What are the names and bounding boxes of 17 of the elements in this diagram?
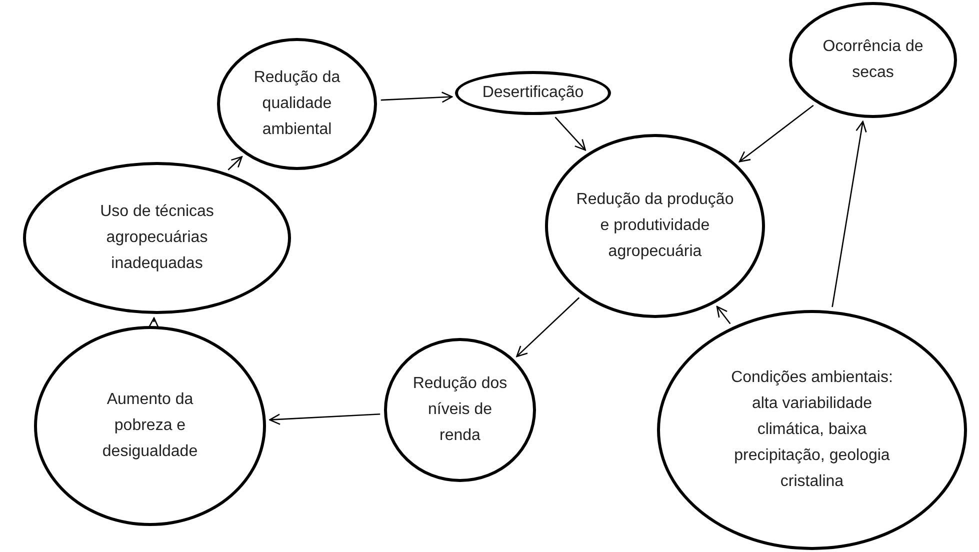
arrow	[516, 297, 580, 358]
node-label: Redução dos níveis de renda	[412, 374, 508, 446]
node-label: Aumento da pobreza e desigualdade	[101, 390, 199, 462]
arrow	[832, 120, 867, 308]
node-label: Desertificação	[482, 83, 584, 103]
arrow	[269, 413, 380, 425]
node-label: Redução da qualidade ambiental	[252, 68, 342, 140]
node-label: Ocorrência de secas	[822, 37, 924, 83]
arrow	[738, 104, 814, 162]
arrow	[716, 306, 731, 324]
node-label: Redução da produção e produtividade agropecuária	[575, 190, 735, 262]
arrow	[148, 317, 160, 329]
node-label: Uso de técnicas agropecuárias inadequadas	[99, 202, 215, 274]
arrow	[380, 92, 453, 103]
node-label: Condições ambientais: alta variabilidade climática, baixa precipitação, geologia cristalina	[730, 368, 894, 492]
arrow	[228, 156, 243, 170]
arrow	[554, 116, 586, 151]
